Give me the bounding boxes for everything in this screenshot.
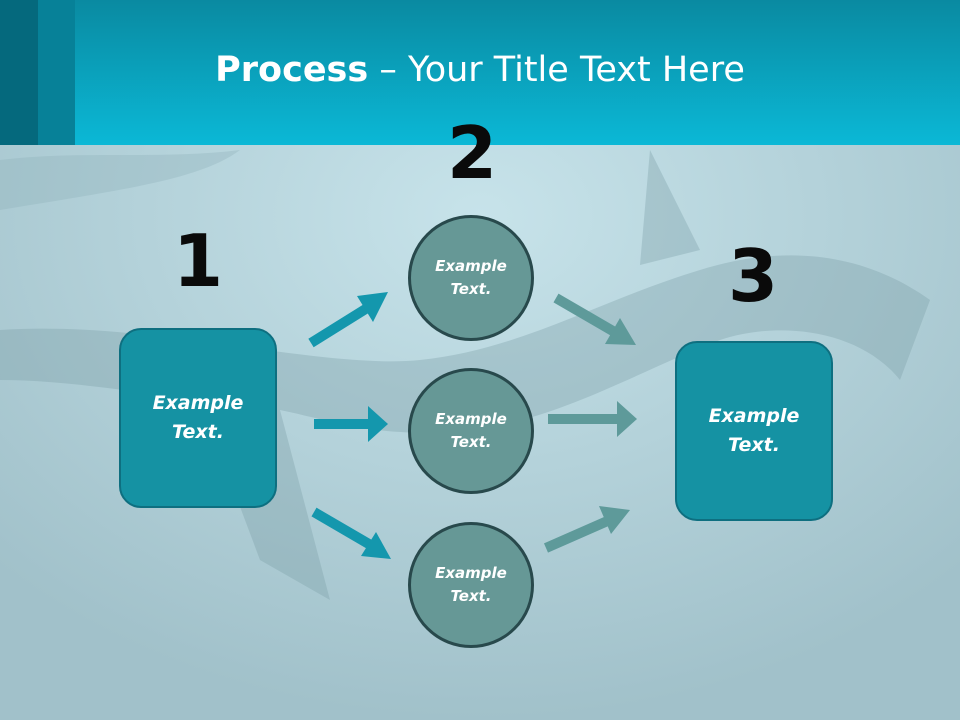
- process-circle-middle: Example Text.: [408, 368, 534, 494]
- title-bold: Process: [215, 50, 369, 90]
- arrow-right-middle: [548, 401, 637, 437]
- process-circle-top: Example Text.: [408, 215, 534, 341]
- arrow-right-bottom: [543, 506, 630, 553]
- arrow-left-middle: [314, 406, 388, 442]
- header-accent-mid: [38, 0, 75, 145]
- process-circle-bottom: Example Text.: [408, 522, 534, 648]
- process-box-end: Example Text.: [675, 341, 833, 521]
- title-rest: – Your Title Text Here: [368, 50, 745, 90]
- step-number-2: 2: [446, 111, 498, 195]
- slide-title: Process – Your Title Text Here: [75, 50, 885, 90]
- circle-top-label: Example Text.: [435, 257, 507, 298]
- box-start-label: Example Text.: [152, 392, 244, 443]
- step-number-1: 1: [172, 219, 224, 303]
- step-number-3: 3: [727, 234, 779, 318]
- arrow-right-top: [553, 293, 636, 345]
- arrow-left-top: [308, 292, 388, 348]
- header-bar: [0, 0, 960, 145]
- circle-bottom-label: Example Text.: [435, 564, 507, 605]
- arrow-left-bottom: [311, 507, 391, 559]
- process-box-start: Example Text.: [119, 328, 277, 508]
- circle-middle-label: Example Text.: [435, 410, 507, 451]
- header-accent-dark: [0, 0, 38, 145]
- box-end-label: Example Text.: [708, 405, 800, 456]
